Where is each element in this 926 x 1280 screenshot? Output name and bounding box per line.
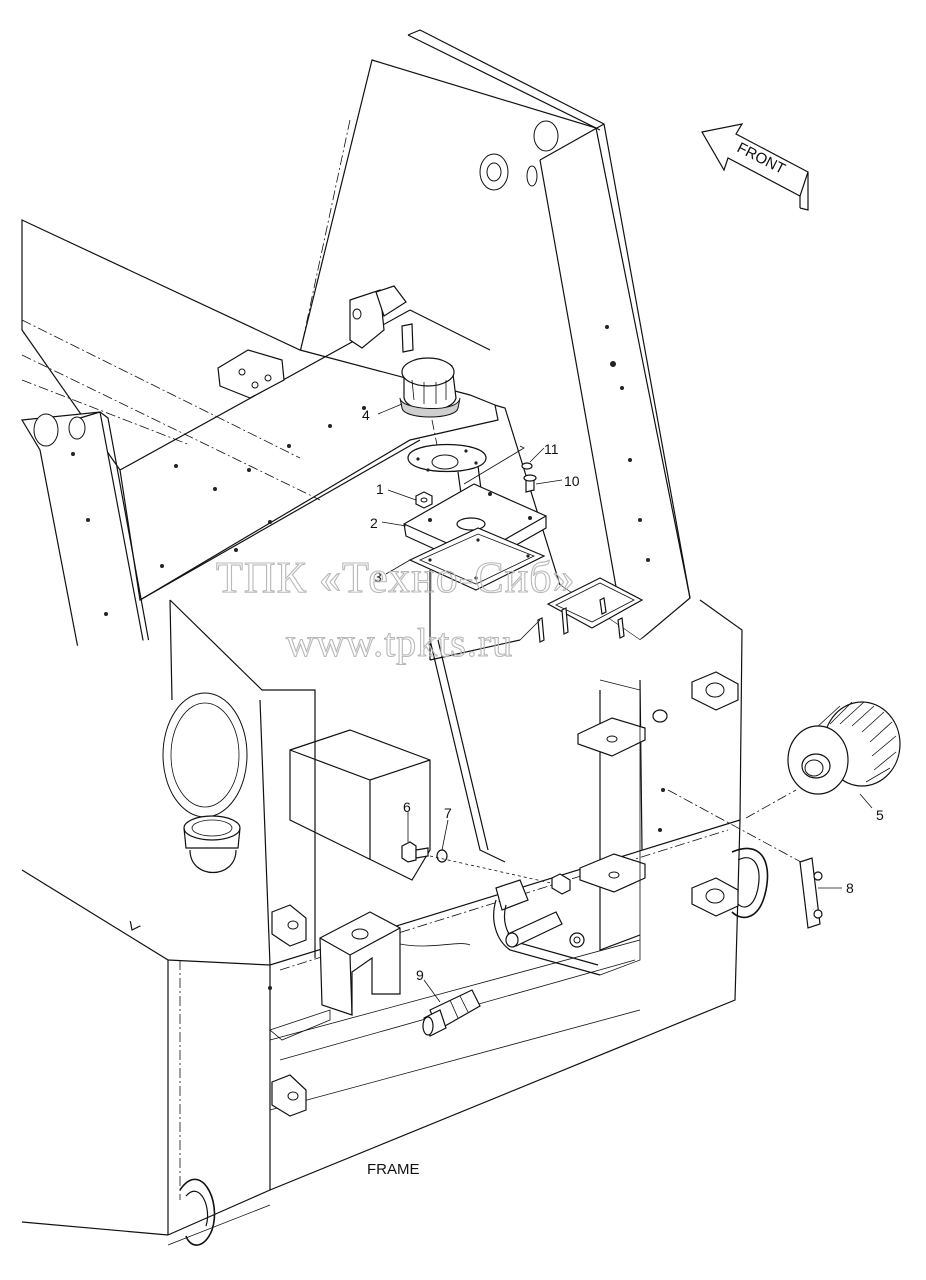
callout-9: 9 bbox=[416, 967, 424, 983]
callout-2: 2 bbox=[370, 515, 378, 531]
callout-3: 3 bbox=[374, 569, 382, 585]
callout-6: 6 bbox=[403, 799, 411, 815]
callout-10: 10 bbox=[564, 473, 580, 489]
main-frame-body bbox=[21, 577, 769, 1246]
callouts: 4 1 2 3 11 10 5 6 7 8 9 bbox=[362, 407, 884, 983]
callout-4: 4 bbox=[362, 407, 370, 423]
part-9-fitting bbox=[422, 989, 481, 1037]
watermark-company: ТПК «Техно-Сиб» bbox=[216, 553, 576, 602]
leader-lines bbox=[377, 403, 873, 1003]
part-4-breather-cap bbox=[399, 357, 461, 418]
watermark: ТПК «Техно-Сиб» www.tpkts.ru bbox=[215, 552, 576, 665]
part-6-7-sensor bbox=[401, 841, 571, 895]
callout-8: 8 bbox=[846, 880, 854, 896]
callout-1: 1 bbox=[376, 481, 384, 497]
part-5-filter bbox=[667, 701, 902, 869]
callout-5: 5 bbox=[876, 807, 884, 823]
front-direction-arrow: FRONT bbox=[701, 123, 809, 211]
watermark-url: www.tpkts.ru bbox=[286, 620, 513, 665]
callout-7: 7 bbox=[444, 805, 452, 821]
part-2-3-filler-assembly bbox=[403, 419, 547, 661]
part-8-clip bbox=[799, 857, 823, 929]
callout-11: 11 bbox=[544, 441, 559, 457]
crossbeam bbox=[21, 219, 499, 601]
frame-label: FRAME bbox=[367, 1161, 420, 1178]
